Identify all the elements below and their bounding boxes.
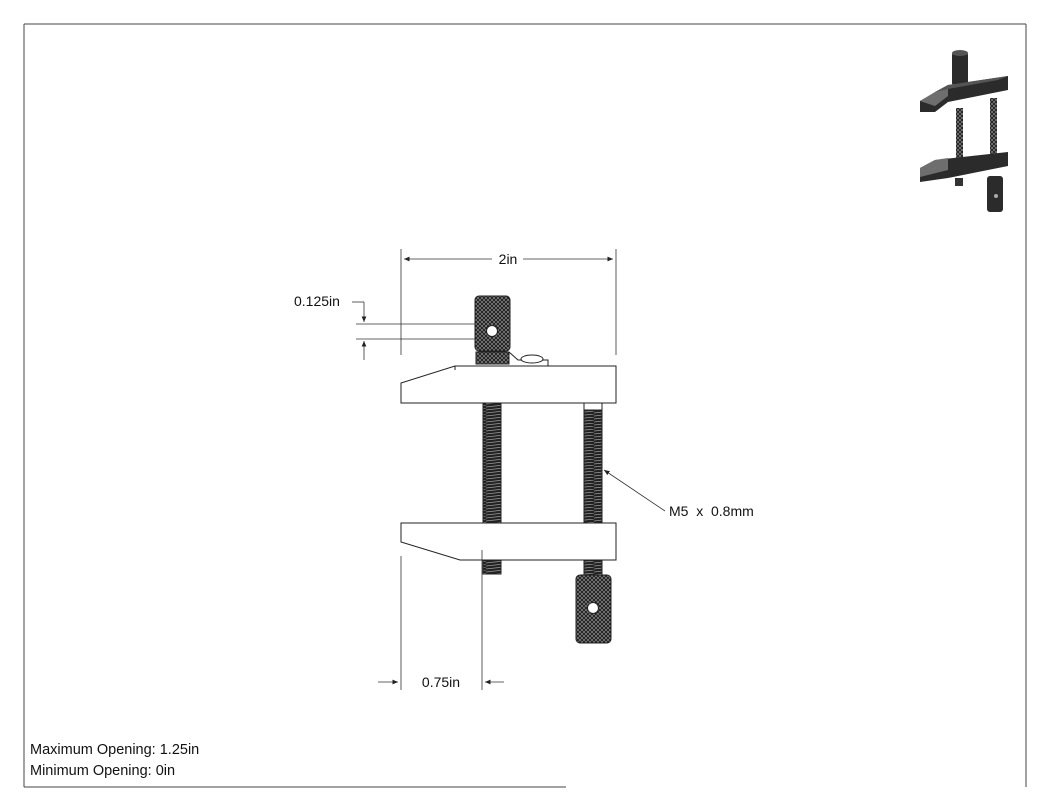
thread-callout: M5 x 0.8mm — [603, 469, 754, 519]
dimension-overall-width: 2in — [400, 249, 617, 355]
min-opening-note: Minimum Opening: 0in — [30, 763, 176, 779]
opening-notes: Maximum Opening: 1.25in Minimum Opening:… — [30, 740, 199, 782]
isometric-thumbnail — [920, 50, 1008, 212]
left-screw — [482, 402, 502, 524]
sheet-border — [23, 23, 1027, 788]
dim-offset-text: 0.125in — [294, 293, 340, 309]
top-jaw — [400, 365, 617, 404]
clamp-front-view — [400, 295, 617, 644]
thread-callout-text: M5 x 0.8mm — [669, 503, 754, 519]
right-screw — [583, 402, 603, 524]
dim-overall-width-text: 2in — [499, 251, 518, 267]
max-opening-note: Maximum Opening: 1.25in — [30, 742, 200, 758]
dimension-offset: 0.125in — [294, 293, 475, 360]
dim-jaw-tip-text: 0.75in — [422, 674, 460, 690]
bottom-jaw — [400, 522, 617, 561]
dimension-jaw-tip: 0.75in — [378, 550, 504, 690]
top-knob — [474, 295, 511, 352]
